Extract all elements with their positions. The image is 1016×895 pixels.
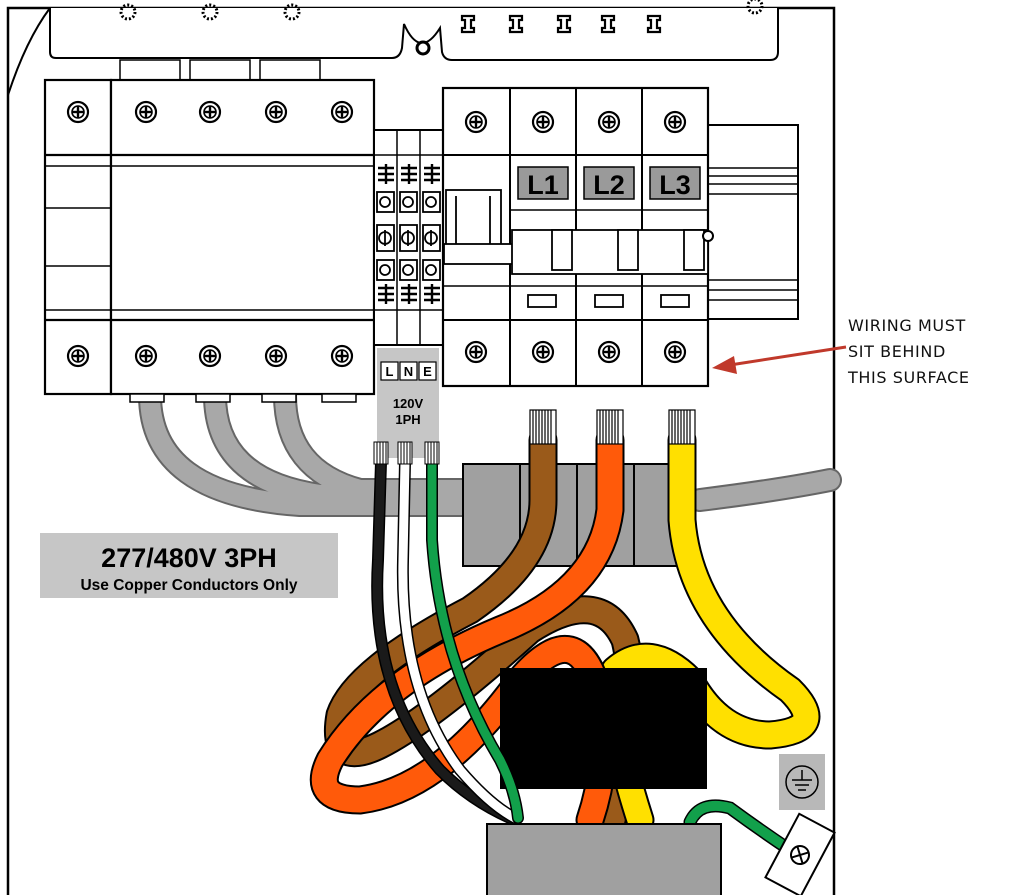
terminal-screw-icon	[66, 100, 90, 124]
terminal-screw-icon	[663, 110, 687, 134]
transformer-block	[500, 668, 707, 789]
terminal-screw-icon	[134, 100, 158, 124]
terminal-screw-icon	[597, 110, 621, 134]
three-phase-breaker: L1 L2 L3	[441, 86, 799, 388]
terminal-screw-icon	[464, 340, 488, 364]
breaker-label-l2: L2	[593, 170, 625, 200]
terminal-screw-icon	[66, 344, 90, 368]
single-phase-terminal-block	[373, 129, 445, 346]
terminal-screw-icon	[134, 344, 158, 368]
terminal-screw-icon	[264, 344, 288, 368]
white-wire	[396, 456, 521, 824]
terminal-screw-icon	[597, 340, 621, 364]
cable-glands	[462, 463, 693, 567]
terminal-screw-icon	[531, 110, 555, 134]
breaker-label-l1: L1	[527, 170, 559, 200]
mounting-hole	[415, 40, 431, 56]
single-phase-label: L N E 120V 1PH	[377, 348, 439, 458]
terminal-screw-icon	[464, 110, 488, 134]
callout-line-3: THIS SURFACE	[847, 368, 970, 387]
wire-tips	[529, 409, 696, 445]
three-phase-label: 277/480V 3PH Use Copper Conductors Only	[40, 533, 338, 598]
earth-ground-icon	[779, 754, 825, 810]
arrow-head-icon	[712, 356, 737, 374]
single-phase-voltage: 120V	[393, 396, 424, 411]
green-wire	[426, 456, 524, 824]
single-phase-phase: 1PH	[395, 412, 420, 427]
terminal-label-l: L	[386, 364, 394, 379]
terminal-screw-icon	[330, 344, 354, 368]
black-wire	[371, 456, 516, 824]
terminal-screw-icon	[663, 340, 687, 364]
terminal-screw-icon	[330, 100, 354, 124]
terminal-screw-icon	[264, 100, 288, 124]
grey-cables	[138, 383, 842, 517]
earth-wire	[683, 799, 797, 857]
brown-wire	[323, 425, 645, 835]
top-connector-strip	[49, 0, 779, 81]
terminal-label-e: E	[423, 364, 432, 379]
single-phase-wires	[371, 456, 524, 824]
three-phase-title: 277/480V 3PH	[101, 543, 277, 573]
earth-lug	[764, 812, 836, 895]
terminal-label-n: N	[404, 364, 413, 379]
terminal-screw-icon	[531, 340, 555, 364]
callout-line-1: WIRING MUST	[848, 316, 966, 335]
single-phase-wire-tips	[373, 441, 440, 465]
contactor-block	[43, 78, 376, 403]
callout: WIRING MUST SIT BEHIND THIS SURFACE	[712, 316, 970, 387]
terminal-screw-icon	[198, 100, 222, 124]
terminal-screw-icon	[198, 344, 222, 368]
breaker-label-l3: L3	[659, 170, 691, 200]
three-phase-subtitle: Use Copper Conductors Only	[80, 577, 297, 594]
callout-line-2: SIT BEHIND	[848, 342, 946, 361]
bottom-gland	[486, 823, 722, 895]
callout-arrow	[729, 345, 847, 367]
